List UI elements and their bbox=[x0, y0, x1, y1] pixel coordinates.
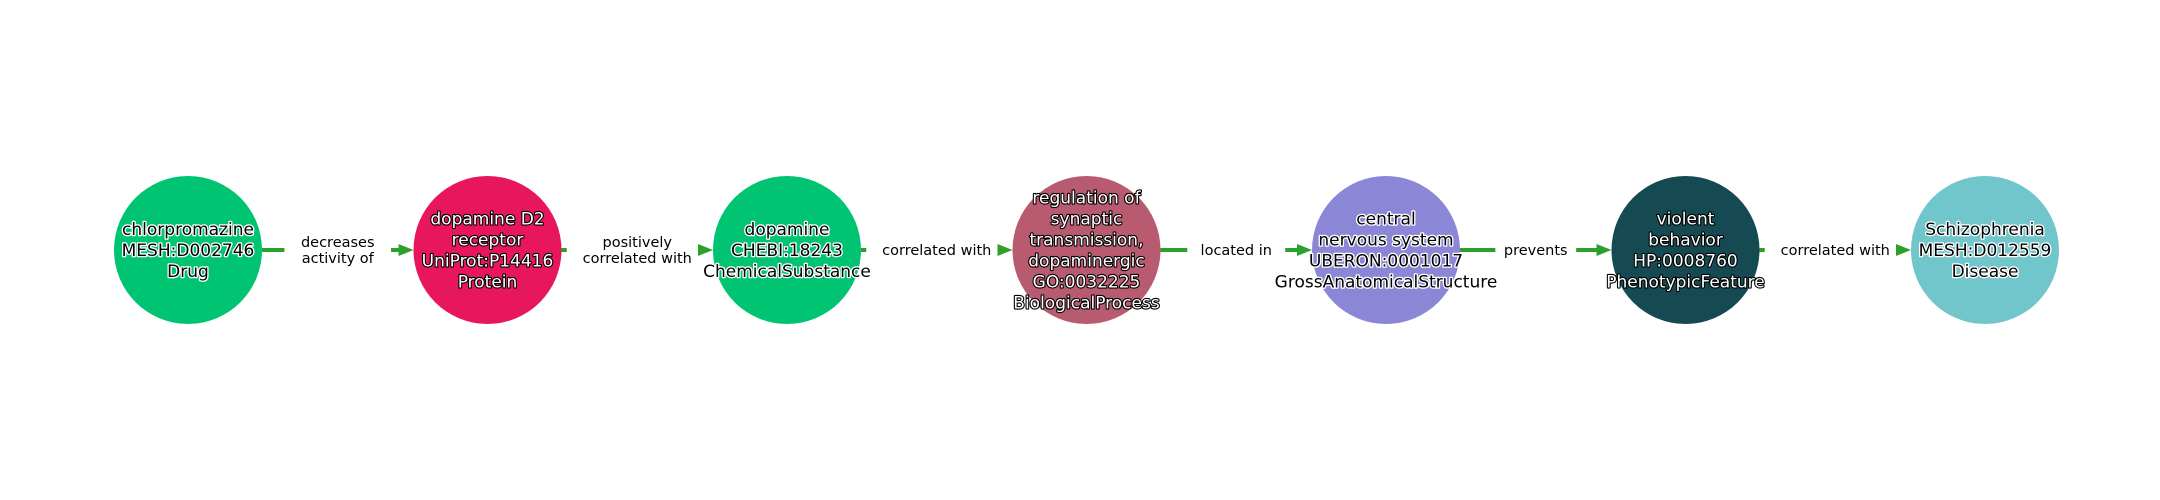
node-label-line: behavior bbox=[1648, 231, 1723, 251]
node-label-line: PhenotypicFeature bbox=[1606, 273, 1765, 293]
arrow-head-icon bbox=[1896, 244, 1911, 256]
edge-label: activity of bbox=[302, 251, 375, 267]
node-label-line: Protein bbox=[458, 273, 518, 293]
edge-label: decreases bbox=[301, 235, 375, 251]
node-label-line: dopamine D2 bbox=[430, 210, 544, 230]
node-label-line: synaptic bbox=[1051, 210, 1123, 230]
edge-label: correlated with bbox=[1781, 243, 1890, 259]
edge-label: correlated with bbox=[882, 243, 991, 259]
edge-4: prevents bbox=[1460, 243, 1612, 259]
node-label-line: GO:0032225 bbox=[1033, 273, 1141, 293]
arrow-head-icon bbox=[1297, 244, 1312, 256]
node-label-line: receptor bbox=[452, 231, 524, 251]
node-label-line: CHEBI:18243 bbox=[731, 241, 843, 261]
node-label-line: UniProt:P14416 bbox=[422, 252, 554, 272]
node-circle[interactable] bbox=[1012, 176, 1161, 324]
node-label-line: nervous system bbox=[1318, 231, 1453, 251]
edge-3: located in bbox=[1160, 243, 1312, 259]
node-label-line: BiologicalProcess bbox=[1013, 294, 1160, 314]
node-label-line: GrossAnatomicalStructure bbox=[1275, 273, 1498, 293]
node-label-line: HP:0008760 bbox=[1633, 252, 1737, 272]
edge-2: correlated with bbox=[861, 243, 1013, 259]
edge-5: correlated with bbox=[1759, 243, 1911, 259]
node-label-line: UBERON:0001017 bbox=[1309, 252, 1463, 272]
edge-label: located in bbox=[1201, 243, 1272, 259]
edge-label: positively bbox=[603, 235, 673, 251]
arrow-head-icon bbox=[1596, 244, 1612, 256]
node-label-line: dopaminergic bbox=[1028, 252, 1144, 272]
node-label-line: chlorpromazine bbox=[122, 220, 254, 240]
edge-label: prevents bbox=[1504, 243, 1568, 259]
node-label-line: transmission, bbox=[1029, 231, 1143, 251]
node-circle[interactable] bbox=[713, 176, 861, 324]
node-label-line: regulation of bbox=[1032, 189, 1141, 209]
node-label-line: Drug bbox=[167, 262, 209, 282]
node-circle[interactable] bbox=[1911, 176, 2059, 324]
arrow-head-icon bbox=[997, 244, 1013, 256]
edge-label: correlated with bbox=[583, 251, 692, 267]
node-label-line: MESH:D012559 bbox=[1919, 241, 2052, 261]
arrow-head-icon bbox=[698, 244, 713, 256]
node-circle[interactable] bbox=[413, 176, 562, 324]
node-circle[interactable] bbox=[114, 176, 262, 324]
arrow-head-icon bbox=[398, 244, 414, 256]
node-label-line: central bbox=[1356, 210, 1415, 230]
node-label-line: violent bbox=[1657, 210, 1715, 230]
node-label-line: dopamine bbox=[745, 220, 830, 240]
node-circle[interactable] bbox=[1312, 176, 1460, 324]
node-circle[interactable] bbox=[1611, 176, 1760, 324]
node-label-line: ChemicalSubstance bbox=[703, 262, 871, 282]
node-label-line: MESH:D002746 bbox=[122, 241, 255, 261]
node-label-line: Disease bbox=[1952, 262, 2019, 282]
node-n5[interactable]: violentbehaviorHP:0008760PhenotypicFeatu… bbox=[1605, 176, 1766, 324]
node-label-line: Schizophrenia bbox=[1925, 220, 2045, 240]
node-n3[interactable]: regulation ofsynaptictransmission,dopami… bbox=[1012, 176, 1161, 324]
